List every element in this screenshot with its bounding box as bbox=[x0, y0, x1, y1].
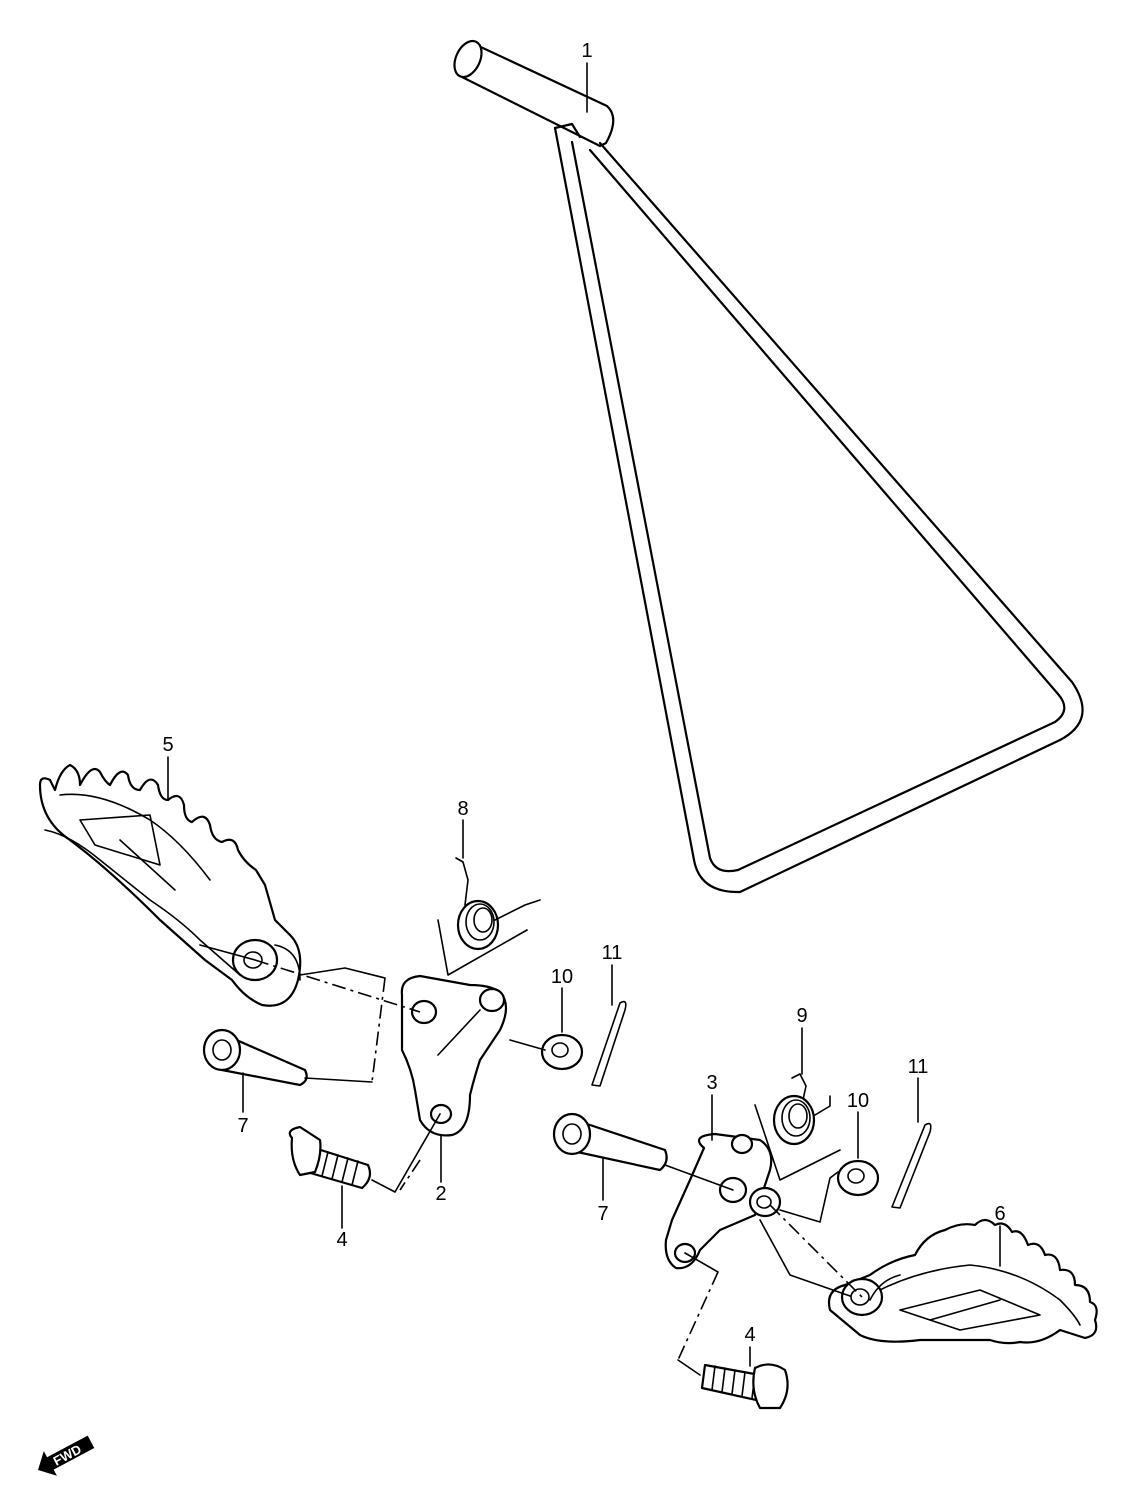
callout-8: 8 bbox=[457, 798, 468, 820]
callout-7-left: 7 bbox=[237, 1115, 248, 1137]
callout-10-right: 10 bbox=[847, 1090, 869, 1112]
callout-11-right: 11 bbox=[908, 1056, 929, 1078]
right-spring-part bbox=[754, 1073, 841, 1181]
callout-1: 1 bbox=[581, 40, 592, 62]
left-bolt-part bbox=[288, 1125, 372, 1190]
right-cotter-pin-part bbox=[891, 1122, 932, 1209]
right-pin-part bbox=[552, 1112, 668, 1172]
left-bracket-part bbox=[400, 974, 508, 1137]
left-footpeg-part bbox=[38, 763, 302, 1007]
fwd-arrow-icon: FWD bbox=[38, 1435, 95, 1476]
right-bracket-part bbox=[664, 1132, 782, 1270]
callout-2: 2 bbox=[435, 1183, 446, 1205]
callout-9: 9 bbox=[796, 1005, 807, 1027]
left-washer-part bbox=[540, 1033, 584, 1071]
left-spring-part bbox=[437, 857, 541, 976]
callout-11-left: 11 bbox=[602, 942, 623, 964]
callout-7-right: 7 bbox=[597, 1203, 608, 1225]
callout-3: 3 bbox=[706, 1072, 717, 1094]
callout-6: 6 bbox=[994, 1203, 1005, 1225]
right-bolt-part bbox=[700, 1363, 789, 1410]
right-footpeg-part bbox=[827, 1218, 1098, 1345]
left-pin-part bbox=[202, 1028, 308, 1087]
leader-lines bbox=[167, 62, 1001, 1367]
callout-4-left: 4 bbox=[336, 1229, 347, 1251]
stand-part bbox=[453, 39, 1084, 894]
callout-4-right: 4 bbox=[744, 1324, 755, 1346]
left-assembly-lines bbox=[199, 944, 546, 1193]
fwd-label: FWD bbox=[51, 1441, 84, 1468]
callout-10-left: 10 bbox=[551, 966, 573, 988]
right-assembly-lines bbox=[664, 1164, 863, 1376]
left-cotter-pin-part bbox=[591, 1000, 627, 1087]
right-washer-part bbox=[836, 1159, 880, 1197]
callout-labels: 1 5 8 10 11 7 2 4 3 9 10 11 7 6 4 bbox=[162, 40, 1005, 1346]
callout-5: 5 bbox=[162, 734, 173, 756]
